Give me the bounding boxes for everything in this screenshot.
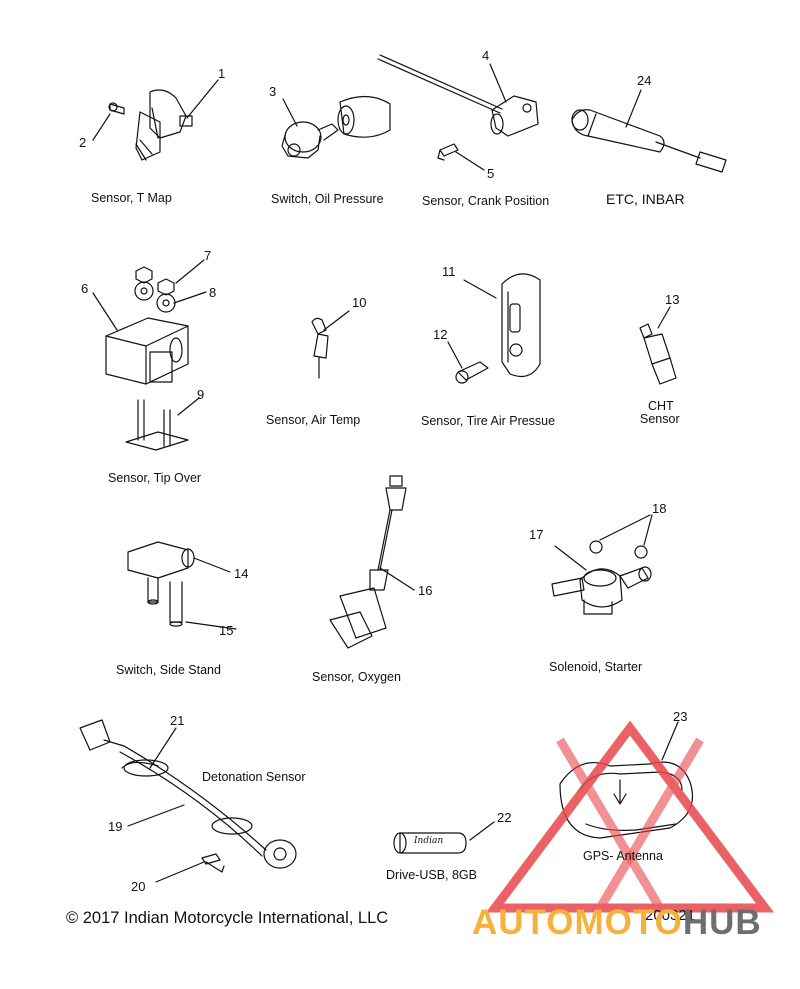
usb-drive-part	[393, 832, 467, 854]
callout-15: 15	[219, 623, 234, 638]
caption-sensor-crank-position: Sensor, Crank Position	[422, 194, 550, 208]
oxygen-sensor-part	[329, 475, 407, 649]
callout-1: 1	[218, 66, 226, 81]
caption-drive-usb: Drive-USB, 8GB	[386, 868, 477, 882]
callout-19: 19	[108, 819, 123, 834]
caption-detonation-sensor: Detonation Sensor	[202, 770, 306, 784]
callout-3: 3	[269, 84, 277, 99]
usb-logo-text: Indian	[414, 836, 444, 846]
side-stand-switch-part	[127, 541, 195, 627]
caption-sensor-tip-over: Sensor, Tip Over	[108, 471, 202, 485]
callout-5: 5	[487, 166, 495, 181]
callout-18: 18	[652, 501, 667, 516]
callout-7: 7	[204, 248, 212, 263]
callout-22: 22	[497, 810, 512, 825]
etc-inbar-part	[571, 109, 727, 173]
watermark-logo-shape	[486, 720, 774, 913]
caption-gps-antenna: GPS- Antenna	[583, 849, 663, 863]
callout-16: 16	[418, 583, 433, 598]
caption-sensor-t-map: Sensor, T Map	[91, 191, 172, 205]
caption-sensor-oxygen: Sensor, Oxygen	[312, 670, 401, 684]
callout-14: 14	[234, 566, 249, 581]
watermark-text-a: AUTOMOTO	[472, 903, 683, 942]
callout-23: 23	[673, 709, 688, 724]
starter-solenoid-part	[551, 540, 652, 615]
detonation-sensor-part	[79, 719, 297, 873]
callout-9: 9	[197, 387, 205, 402]
tip-over-sensor-part	[105, 266, 189, 451]
document-number: 200321	[645, 907, 696, 924]
caption-solenoid-starter: Solenoid, Starter	[549, 660, 643, 674]
callout-10: 10	[352, 295, 367, 310]
caption-sensor-air-temp: Sensor, Air Temp	[266, 413, 361, 427]
caption-etc-inbar: ETC, INBAR	[606, 191, 685, 207]
caption-switch-oil-pressure: Switch, Oil Pressure	[271, 192, 384, 206]
caption-switch-side-stand: Switch, Side Stand	[116, 663, 221, 677]
callout-17: 17	[529, 527, 544, 542]
air-temp-sensor-part	[311, 317, 329, 379]
copyright-text: © 2017 Indian Motorcycle International, …	[66, 909, 389, 927]
watermark-logo: AUTOMOTOHUB	[472, 903, 762, 943]
watermark-text-b: HUB	[682, 903, 762, 942]
crank-position-sensor-part	[377, 54, 539, 161]
callout-2: 2	[79, 135, 87, 150]
callout-24: 24	[637, 73, 652, 88]
oil-pressure-switch-part	[281, 95, 391, 159]
callout-11: 11	[442, 264, 456, 279]
caption-cht-line1: CHT	[648, 399, 674, 413]
callout-6: 6	[81, 281, 89, 296]
callout-20: 20	[131, 879, 146, 894]
caption-cht-line2: Sensor	[640, 412, 680, 426]
caption-sensor-tire-air-pressure: Sensor, Tire Air Pressue	[421, 414, 556, 428]
callout-4: 4	[482, 48, 490, 63]
callout-13: 13	[665, 292, 680, 307]
t-map-sensor-part	[108, 89, 193, 161]
cht-sensor-part	[639, 323, 677, 385]
callout-21: 21	[170, 713, 185, 728]
callout-12: 12	[433, 327, 448, 342]
tire-air-pressure-sensor-part	[455, 273, 541, 384]
callout-8: 8	[209, 285, 217, 300]
